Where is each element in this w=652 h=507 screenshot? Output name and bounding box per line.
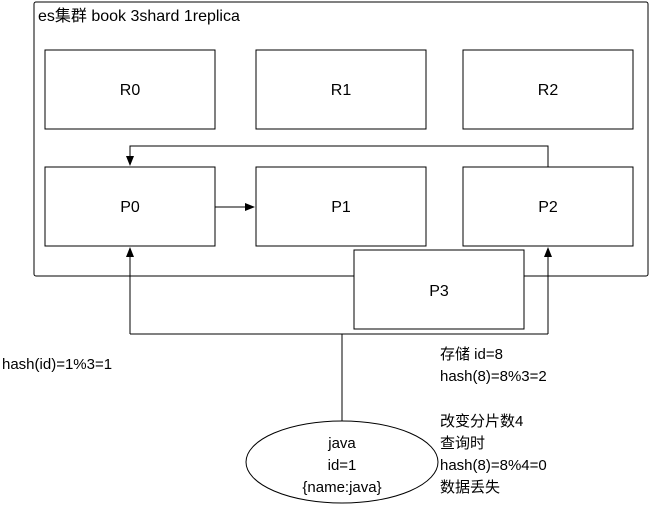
replica-label: R0: [120, 82, 141, 99]
primary-node-p0: P0: [44, 166, 216, 247]
note-change-line-3: hash(8)=8%4=0: [440, 457, 547, 474]
note-store-line-1: 存储 id=8: [440, 346, 503, 363]
note-hash-id: hash(id)=1%3=1: [2, 354, 112, 376]
client-line-1: java: [327, 435, 356, 452]
note-change-line-4: 数据丢失: [440, 479, 501, 496]
connector-p2-to-p0: [126, 145, 549, 167]
primary-label: P0: [120, 199, 140, 216]
replica-node-r1: R1: [255, 49, 427, 130]
client-line-2: id=1: [328, 457, 357, 474]
replica-label: R2: [538, 82, 559, 99]
primary-label: P2: [538, 199, 558, 216]
note-change-line-1: 改变分片数4: [440, 413, 524, 430]
primary-label: P1: [331, 199, 351, 216]
primary-node-p2: P2: [462, 166, 634, 247]
note-store: 存储 id=8 hash(8)=8%3=2: [440, 344, 547, 388]
primary-node-p1: P1: [255, 166, 427, 247]
note-change-line-2: 查询时: [440, 435, 486, 452]
cluster-title: es集群 book 3shard 1replica: [38, 7, 240, 25]
client-line-3: {name:java}: [302, 479, 381, 496]
replica-node-r2: R2: [462, 49, 634, 130]
replica-node-r0: R0: [44, 49, 216, 130]
client-node: java id=1 {name:java}: [245, 420, 439, 504]
extra-shard-node-p3: P3: [353, 249, 525, 330]
extra-shard-label: P3: [429, 283, 449, 300]
note-hash-id-text: hash(id)=1%3=1: [2, 356, 113, 373]
replica-label: R1: [331, 82, 352, 99]
note-change-shards: 改变分片数4 查询时 hash(8)=8%4=0 数据丢失: [440, 411, 547, 499]
note-store-line-2: hash(8)=8%3=2: [440, 368, 547, 385]
